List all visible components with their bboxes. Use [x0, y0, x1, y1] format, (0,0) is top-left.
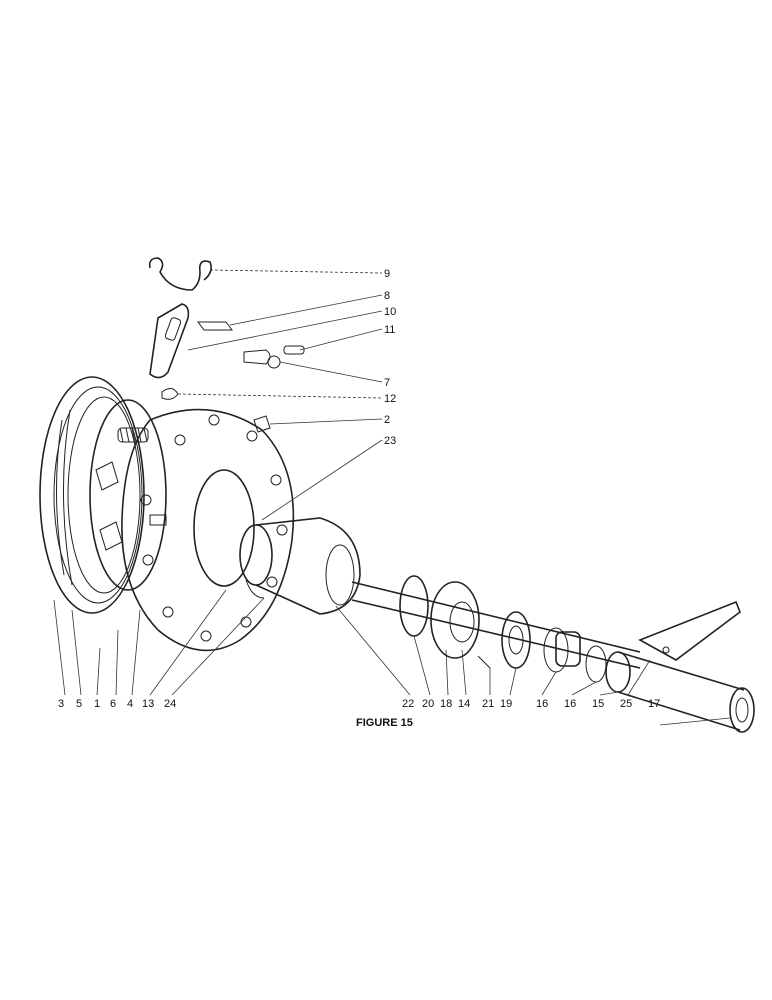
callout-2: 2 — [384, 414, 390, 426]
callout-11: 11 — [384, 324, 395, 336]
axle-tube — [605, 600, 755, 733]
axle-hub — [239, 517, 361, 615]
bearing-housing — [430, 581, 480, 659]
clevis-clip — [161, 388, 179, 400]
callout-25: 25 — [620, 698, 632, 710]
callout-7: 7 — [384, 377, 390, 389]
pin — [283, 345, 305, 355]
callout-15: 15 — [592, 698, 604, 710]
mounting-bracket — [638, 600, 741, 661]
callout-8: 8 — [384, 290, 390, 302]
callout-17: 17 — [648, 698, 660, 710]
lever-plate — [197, 321, 233, 331]
callout-21: 21 — [482, 698, 494, 710]
housing-bolt — [477, 655, 491, 669]
callout-4: 4 — [127, 698, 133, 710]
callout-6: 6 — [110, 698, 116, 710]
callout-18: 18 — [440, 698, 452, 710]
ball-bearing — [501, 611, 531, 669]
callout-16a: 16 — [536, 698, 548, 710]
spring-clip — [148, 257, 212, 291]
callout-14: 14 — [458, 698, 470, 710]
callout-9: 9 — [384, 268, 390, 280]
callout-13: 13 — [142, 698, 154, 710]
axle-shaft — [351, 581, 641, 669]
callout-1: 1 — [94, 698, 100, 710]
callout-16b: 16 — [564, 698, 576, 710]
callout-23: 23 — [384, 435, 396, 447]
callout-19: 19 — [500, 698, 512, 710]
return-spring — [117, 427, 149, 443]
bolt — [253, 415, 271, 433]
callout-5: 5 — [76, 698, 82, 710]
backing-plate — [121, 408, 295, 652]
callouts-right: 9 8 10 11 7 12 2 23 — [384, 268, 396, 447]
needle-bearing — [555, 631, 581, 667]
callout-22: 22 — [402, 698, 414, 710]
callout-10: 10 — [384, 306, 396, 318]
callout-12: 12 — [384, 393, 396, 405]
brake-shoes — [89, 399, 167, 591]
brake-lever-parts — [148, 257, 305, 433]
callout-3: 3 — [58, 698, 64, 710]
o-ring — [399, 575, 429, 637]
circlip-2 — [585, 645, 607, 683]
adjuster-cam — [243, 349, 271, 365]
figure-caption: FIGURE 15 — [356, 717, 413, 729]
bearing-components — [399, 575, 607, 683]
leader-lines — [53, 269, 731, 726]
callouts-bottom: 3 5 1 6 4 13 24 22 20 18 14 21 19 16 16 … — [58, 698, 660, 710]
brake-lever — [149, 303, 190, 379]
callout-20: 20 — [422, 698, 434, 710]
callout-24: 24 — [164, 698, 176, 710]
